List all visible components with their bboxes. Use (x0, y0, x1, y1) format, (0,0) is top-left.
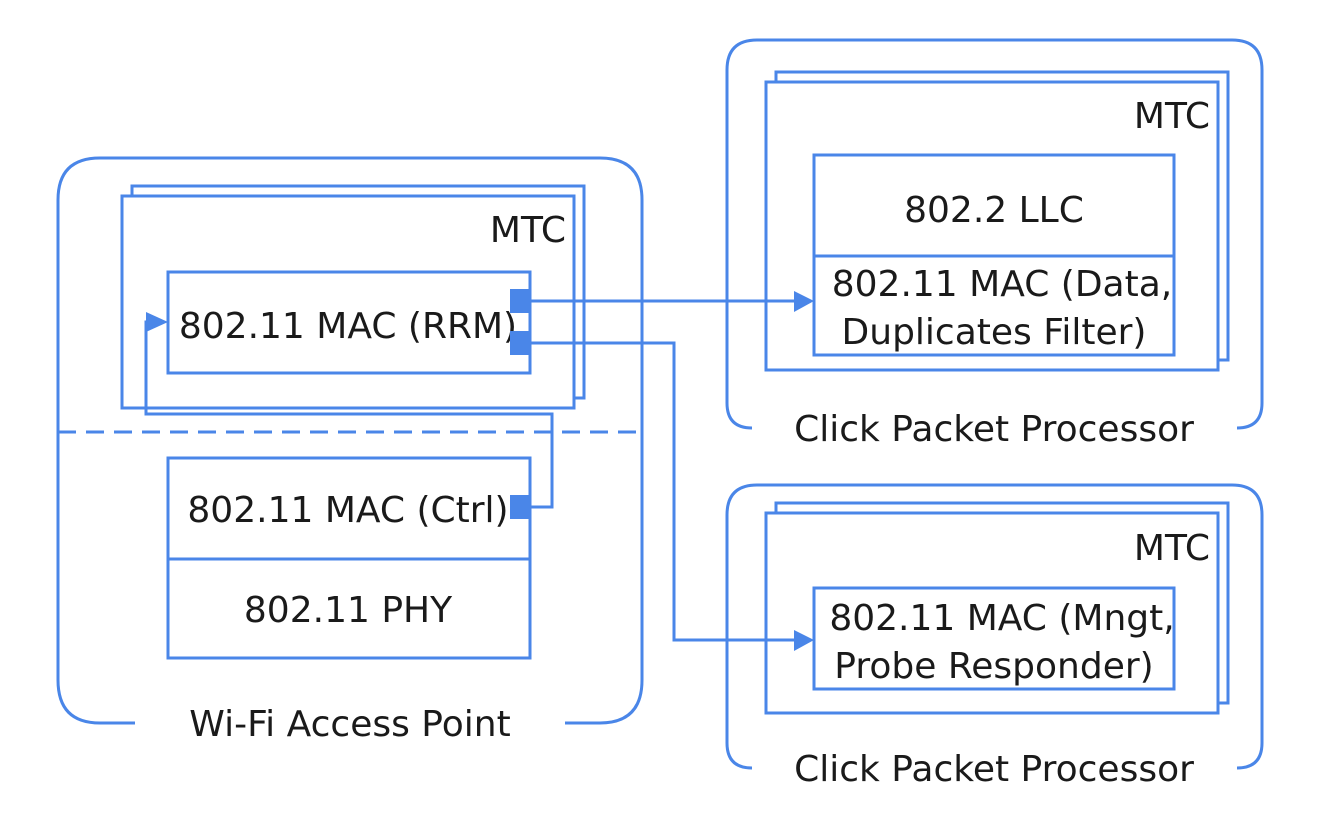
processor-top-mtc-label: MTC (1134, 96, 1210, 137)
mngt-label-line2: Probe Responder) (834, 646, 1153, 687)
rrm-port-top (510, 289, 529, 313)
ap-mtc-label: MTC (490, 210, 566, 251)
ctrl-port (510, 495, 529, 519)
data-label-line2: Duplicates Filter) (842, 312, 1147, 353)
rrm-label: 802.11 MAC (RRM) (179, 306, 517, 347)
arrowhead-data (794, 291, 814, 312)
wifi-access-point-label: Wi-Fi Access Point (189, 704, 510, 745)
rrm-module: 802.11 MAC (RRM) (166, 270, 532, 375)
ctrl-phy-stack: 802.11 MAC (Ctrl) 802.11 PHY (166, 456, 532, 660)
connector-ctrl-to-rrm (144, 312, 554, 509)
processor-bottom-label: Click Packet Processor (794, 749, 1194, 790)
rrm-port-bottom (510, 331, 529, 355)
wifi-access-point-container: Wi-Fi Access Point (56, 156, 644, 745)
ctrl-label: 802.11 MAC (Ctrl) (187, 490, 508, 531)
llc-data-module: 802.2 LLC 802.11 MAC (Data, Duplicates F… (812, 153, 1176, 357)
processor-top-label: Click Packet Processor (794, 409, 1194, 450)
processor-bottom-mtc-label: MTC (1134, 528, 1210, 569)
arrowhead-rrm (146, 312, 168, 332)
connector-rrm-to-data (529, 291, 814, 312)
processor-top-container: Click Packet Processor (725, 38, 1264, 450)
data-label-line1: 802.11 MAC (Data, (832, 264, 1173, 305)
llc-label: 802.2 LLC (904, 190, 1084, 231)
connector-rrm-to-mngt (529, 341, 814, 651)
processor-bottom-container: Click Packet Processor (725, 483, 1264, 790)
mngt-label-line1: 802.11 MAC (Mngt, (829, 598, 1174, 639)
arrowhead-mngt (794, 630, 814, 651)
mngt-module: 802.11 MAC (Mngt, Probe Responder) (812, 586, 1176, 691)
phy-label: 802.11 PHY (244, 590, 453, 631)
